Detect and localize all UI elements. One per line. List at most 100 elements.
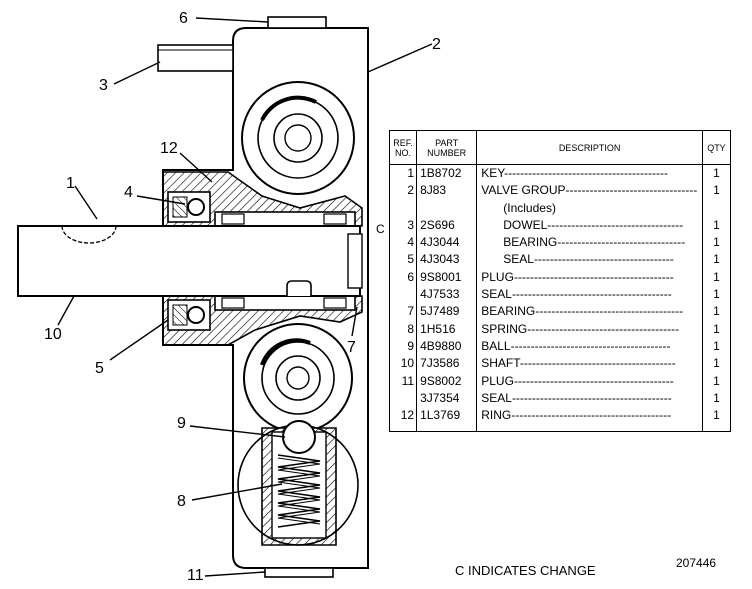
table-cell-part: 9S8001 — [420, 269, 462, 284]
table-cell-qty: 1 — [713, 304, 720, 319]
table-cell-part: 4J3043 — [420, 252, 460, 267]
callout-7: 7 — [347, 339, 356, 356]
table-cell-part: 3J7354 — [420, 390, 460, 405]
table-cell-qty: 1 — [713, 321, 720, 336]
table-cell-qty: 1 — [713, 166, 720, 180]
table-cell-qty — [703, 200, 730, 217]
ball — [282, 420, 316, 454]
callout-10: 10 — [44, 326, 62, 343]
table-cell-part: 2S696 — [420, 217, 455, 232]
table-cell-desc: SEAL------------------------------------… — [481, 390, 672, 405]
leader-dashes: --------------------------------- — [565, 183, 698, 198]
table-cell-ref: 1 — [407, 166, 415, 180]
callout-12: 12 — [160, 140, 178, 157]
callout-5: 5 — [95, 360, 104, 377]
header-ref-no: REF. NO. — [388, 130, 418, 165]
table-cell-qty: 1 — [713, 235, 720, 250]
table-cell-part: 8J83 — [420, 183, 447, 198]
leader-dashes: --------------------------------------- — [519, 356, 676, 371]
table-cell-desc: BEARING---------------------------------… — [481, 304, 684, 319]
table-cell-part: 7J3586 — [420, 356, 460, 371]
table-cell-part: 4J3044 — [420, 235, 460, 250]
drawing-number: 207446 — [676, 556, 717, 570]
table-cell-ref: 7 — [407, 304, 415, 319]
leader-dashes: ---------------------------------------- — [513, 269, 674, 284]
leader-lines — [57, 17, 433, 577]
table-cell-ref: 11 — [401, 373, 415, 388]
table-cell-ref: 5 — [407, 252, 415, 267]
table-cell-desc: SEAL------------------------------------… — [481, 287, 672, 302]
table-cell-qty: 1 — [713, 356, 720, 371]
table-cell-ref — [390, 286, 414, 303]
table-cell-qty: 1 — [713, 338, 720, 353]
table-cell-desc: (Includes) — [503, 200, 556, 215]
table-cell-desc: RING------------------------------------… — [481, 408, 672, 423]
description-column: KEY-------------------------------------… — [476, 164, 703, 432]
table-cell-part: 1L3769 — [420, 408, 461, 423]
table-cell-desc: SEAL----------------------------------- — [503, 252, 674, 267]
dowel — [157, 44, 234, 72]
table-cell-desc: VALVE GROUP-----------------------------… — [481, 183, 698, 198]
callout-3: 3 — [99, 77, 108, 94]
header-part-number: PART NUMBER — [416, 130, 478, 165]
spring — [277, 454, 321, 528]
table-cell-ref: 9 — [407, 338, 415, 353]
key — [61, 225, 117, 244]
table-cell-qty: 1 — [713, 269, 720, 284]
change-footnote: C INDICATES CHANGE — [455, 563, 596, 578]
callout-4: 4 — [124, 184, 133, 201]
table-cell-part — [420, 200, 476, 217]
callout-2: 2 — [432, 36, 441, 53]
table-cell-part: 1B8702 — [420, 166, 462, 180]
leader-dashes: ----------------------------------------… — [504, 166, 669, 180]
table-cell-ref — [390, 200, 414, 217]
table-cell-part: 1H516 — [420, 321, 456, 336]
leader-dashes: -------------------------------------- — [527, 321, 680, 336]
callout-11: 11 — [187, 567, 204, 584]
table-cell-qty: 1 — [713, 217, 720, 232]
table-cell-ref: 10 — [400, 356, 415, 371]
table-cell-ref: 6 — [407, 269, 415, 284]
leader-dashes: ----------------------------------- — [533, 252, 674, 267]
table-cell-qty: 1 — [713, 252, 720, 267]
bottom-plug — [264, 567, 334, 578]
leader-dashes: ---------------------------------------- — [511, 390, 672, 405]
table-cell-desc: BEARING-------------------------------- — [503, 235, 686, 250]
table-cell-desc: KEY-------------------------------------… — [481, 166, 669, 180]
inner-key — [286, 280, 312, 296]
table-cell-desc: PLUG------------------------------------… — [481, 269, 674, 284]
callout-6: 6 — [179, 10, 188, 27]
table-cell-part: 4B9880 — [420, 338, 462, 353]
leader-dashes: ---------------------------------------- — [511, 287, 672, 302]
leader-dashes: ---------------------------------------- — [510, 338, 671, 353]
table-cell-part: 9S8002 — [420, 373, 462, 388]
callout-1: 1 — [66, 175, 75, 192]
table-cell-ref: 3 — [407, 217, 415, 232]
table-cell-ref: 8 — [407, 321, 415, 336]
header-qty: QTY — [701, 130, 732, 165]
top-plug — [267, 16, 327, 29]
table-cell-qty: 1 — [713, 390, 720, 405]
table-cell-qty: 1 — [713, 287, 720, 302]
leader-dashes: ------------------------------------- — [535, 304, 684, 319]
table-cell-qty: 1 — [713, 408, 720, 423]
leader-dashes: ---------------------------------------- — [513, 373, 674, 388]
callout-9: 9 — [177, 415, 186, 432]
table-cell-ref — [390, 390, 414, 407]
lower-gear — [243, 323, 353, 433]
upper-gear — [241, 81, 355, 195]
table-cell-part: 5J7489 — [420, 304, 460, 319]
table-cell-desc: BALL------------------------------------… — [481, 338, 671, 353]
table-cell-ref: 2 — [407, 183, 415, 198]
table-cell-part: 4J7533 — [420, 287, 460, 302]
part-number-column: 1B8702 8J83 2S696 4J3044 4J3043 9S8001 4J7533 5… — [416, 164, 478, 432]
table-cell-desc: DOWEL---------------------------------- — [503, 217, 684, 232]
table-cell-ref: 12 — [400, 408, 415, 423]
leader-dashes: ---------------------------------------- — [511, 408, 672, 423]
table-cell-desc: SHAFT-----------------------------------… — [481, 356, 676, 371]
header-description: DESCRIPTION — [476, 130, 703, 165]
table-cell-desc: SPRING----------------------------------… — [481, 321, 680, 336]
